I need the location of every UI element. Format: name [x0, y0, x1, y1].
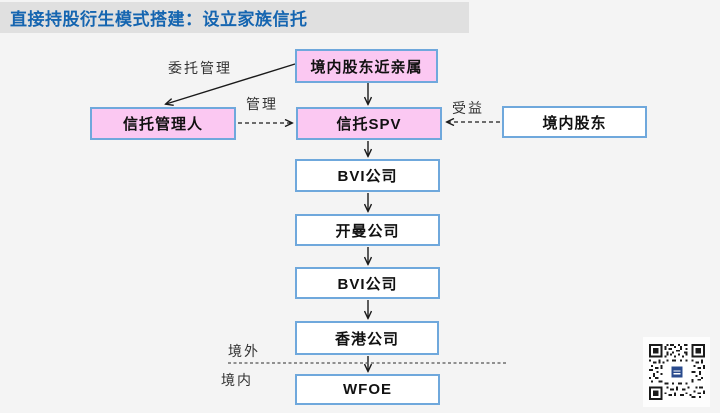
node-trust-spv: 信托SPV	[296, 107, 442, 140]
node-hongkong-company: 香港公司	[295, 321, 439, 355]
edge-label-entrust-manage: 委托管理	[168, 62, 232, 77]
node-bvi-company-2: BVI公司	[295, 267, 440, 299]
node-bvi-company-1: BVI公司	[295, 159, 440, 192]
node-domestic-shareholder: 境内股东	[502, 106, 647, 138]
edge-label-manage: 管理	[246, 98, 278, 113]
node-trust-manager: 信托管理人	[90, 107, 236, 140]
node-domestic-shareholder-kin: 境内股东近亲属	[295, 49, 438, 83]
node-cayman-company: 开曼公司	[295, 214, 440, 246]
qr-code	[643, 337, 710, 407]
edge-label-benefit: 受益	[452, 102, 484, 117]
region-label-offshore: 境外	[228, 345, 260, 360]
title-bar: 直接持股衍生模式搭建：设立家族信托	[0, 2, 469, 33]
node-wfoe: WFOE	[295, 374, 440, 405]
region-label-onshore: 境内	[221, 374, 253, 389]
page-title: 直接持股衍生模式搭建：设立家族信托	[10, 10, 308, 29]
